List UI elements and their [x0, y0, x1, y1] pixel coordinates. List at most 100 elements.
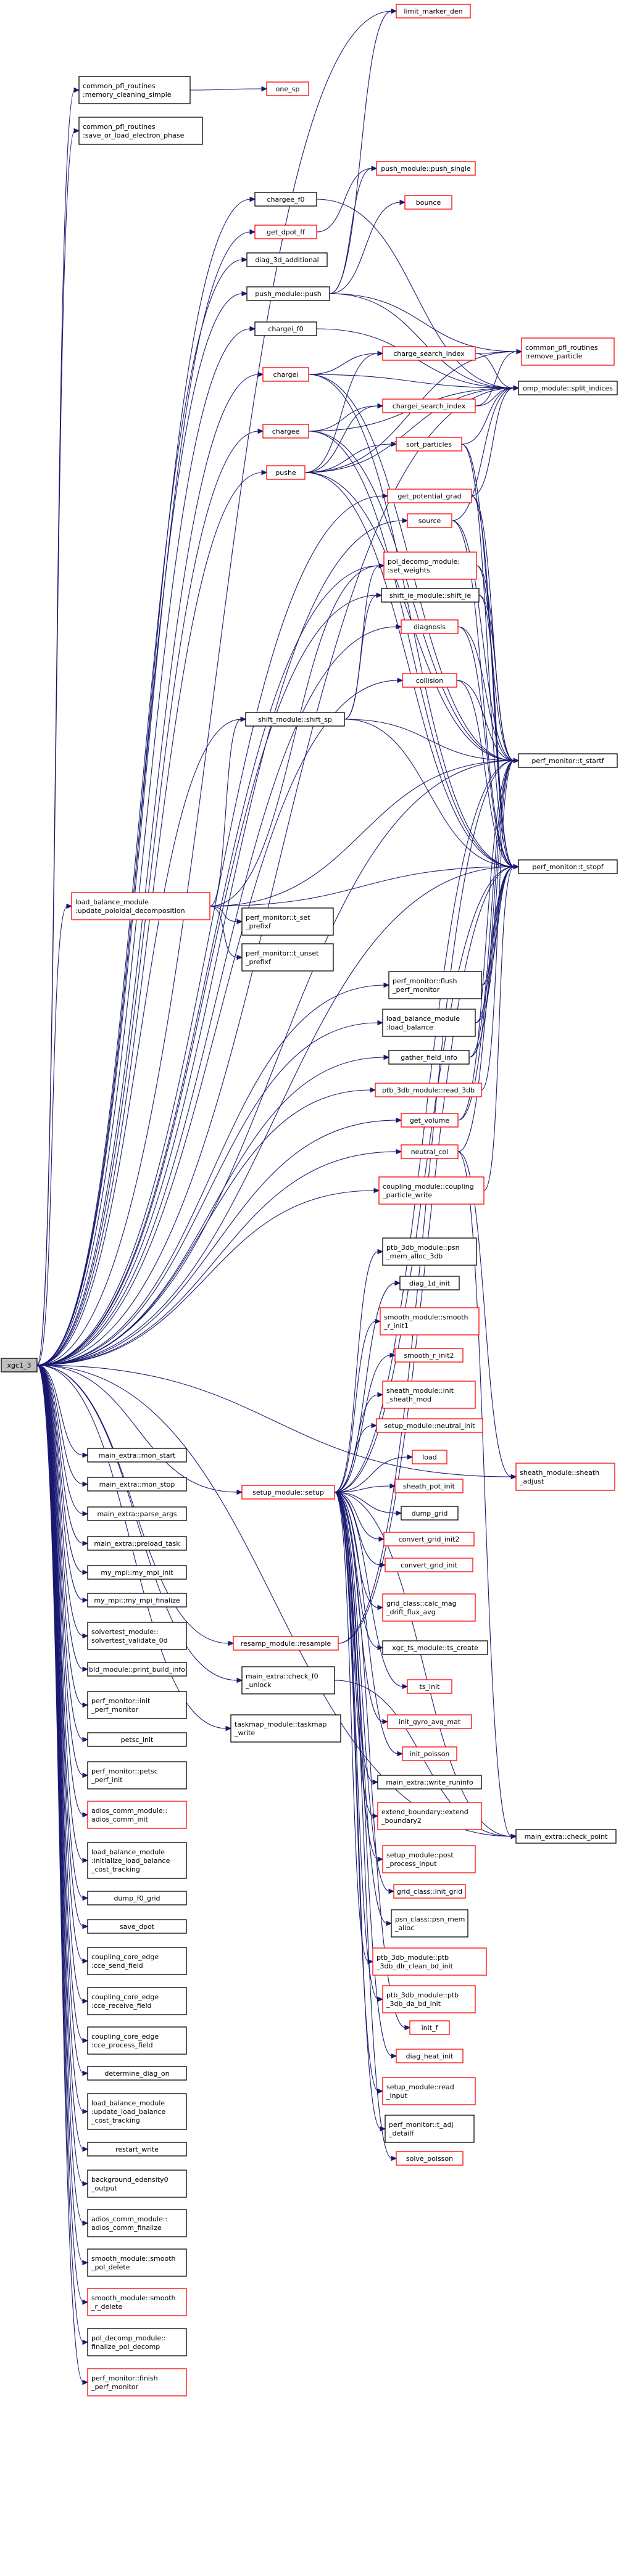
node-smooth-r-init2[interactable]: smooth_r_init2 [394, 1348, 464, 1363]
node-label: :save_or_load_electron_phase [83, 131, 185, 139]
call-edge-xgc1_3-to-chargee_f0 [36, 196, 256, 1366]
node-charge-search-index[interactable]: charge_search_index [382, 346, 476, 361]
call-edge-xgc1_3-to-cce_receive [36, 1364, 89, 2004]
node-label: sort_particles [406, 440, 452, 448]
node-ptb-dlr-clean[interactable]: ptb_3db_module::ptb_3db_dlr_clean_bd_ini… [372, 1947, 487, 1976]
node-smooth-r-init1[interactable]: smooth_module::smooth_r_init1 [380, 1307, 480, 1335]
node-init-poisson[interactable]: init_poisson [402, 1746, 457, 1761]
node-box [383, 551, 477, 580]
node-label: adios_comm_init [91, 1815, 149, 1823]
node-label: load_balance_module [91, 2099, 165, 2107]
node-label: adios_comm_finalize [91, 2224, 162, 2232]
node-sheath-adjust[interactable]: sheath_module::sheath_adjust [515, 1463, 615, 1491]
node-chargei[interactable]: chargei [262, 367, 309, 382]
node-collision[interactable]: collision [402, 673, 457, 688]
node-read-input[interactable]: setup_module::read_input [382, 2077, 476, 2105]
node-box [382, 1593, 476, 1622]
node-label: load_balance_module [386, 1015, 460, 1023]
node-box [87, 2066, 187, 2081]
node-label: setup_module::neutral_init [384, 1422, 475, 1430]
node-sheath-pot-init[interactable]: sheath_pot_init [394, 1479, 464, 1493]
node-lb-update-pol[interactable]: load_balance_module:update_poloidal_deco… [71, 892, 210, 920]
node-mon-stop: main_extra::mon_stop [87, 1477, 187, 1492]
node-label: :remove_particle [525, 352, 583, 360]
node-box [377, 1802, 482, 1830]
node-ts-init[interactable]: ts_init [407, 1679, 452, 1694]
node-determine-diag-on: determine_diag_on [87, 2066, 187, 2081]
node-solve-poisson[interactable]: solve_poisson [396, 2151, 464, 2166]
node-convert-grid-init[interactable]: convert_grid_init [385, 1558, 473, 1572]
call-edge-coupling_particle_write-to-t_stopf [483, 864, 520, 1191]
node-label: ptb_3db_module::ptb [376, 1954, 449, 1962]
node-label: diag_heat_init [406, 2052, 454, 2060]
node-smooth-r-delete[interactable]: smooth_module::smooth_r_delete [87, 2288, 187, 2316]
node-init-f[interactable]: init_f [409, 2020, 450, 2035]
node-box [87, 1691, 187, 1719]
node-resamp[interactable]: resamp_module::resample [233, 1636, 339, 1651]
node-get-dpot-ff[interactable]: get_dpot_ff [254, 225, 317, 239]
node-label: _output [91, 2184, 117, 2192]
node-box [382, 1237, 477, 1266]
node-diag-heat-init[interactable]: diag_heat_init [396, 2049, 464, 2063]
node-neutral-col[interactable]: neutral_col [401, 1144, 459, 1159]
node-box [402, 673, 457, 688]
node-box [245, 712, 345, 727]
call-edge-setup-to-init_grid [334, 1492, 395, 1894]
node-check-point: main_extra::check_point [515, 1829, 617, 1844]
node-adios-comm-init[interactable]: adios_comm_module::adios_comm_init [87, 1801, 187, 1829]
call-edge-setup-to-ptb_da_bd [334, 1492, 384, 2002]
node-box [241, 943, 334, 972]
node-chargei-search-index[interactable]: chargei_search_index [382, 398, 476, 413]
node-box [399, 1276, 460, 1290]
node-init-gyro-avg-mat[interactable]: init_gyro_avg_mat [387, 1714, 472, 1729]
node-label: grid_class::init_grid [397, 1888, 462, 1896]
call-edge-xgc1_3-to-init_perf_monitor [36, 1364, 89, 1708]
call-edge-xgc1_3-to-bld_print [36, 1364, 89, 1672]
node-ptb-da-bd[interactable]: ptb_3db_module::ptb_3db_da_bd_init [382, 1985, 476, 2013]
node-label: perf_monitor::t_unset [246, 949, 319, 957]
node-lb-load-balance: load_balance_module:load_balance [382, 1009, 476, 1037]
node-label: common_pfl_routines [83, 123, 156, 131]
call-edge-xgc1_3-to-adios_comm_init [36, 1364, 89, 1818]
node-coupling-particle-write[interactable]: coupling_module::coupling_particle_write [378, 1176, 485, 1205]
node-common-remove[interactable]: common_pfl_routines:remove_particle [521, 337, 615, 366]
node-extend-boundary[interactable]: extend_boundary::extend_boundary2 [377, 1802, 482, 1830]
node-convert-grid-init2[interactable]: convert_grid_init2 [383, 1532, 475, 1546]
node-t-set-prefixf: perf_monitor::t_set_prefixf [241, 907, 334, 936]
node-post-process-input[interactable]: setup_module::post_process_input [382, 1845, 476, 1873]
node-sort-particles[interactable]: sort_particles [396, 437, 462, 452]
node-sheath-init[interactable]: sheath_module::init_sheath_mod [382, 1381, 476, 1409]
node-one-sp[interactable]: one_sp [266, 81, 309, 96]
node-label: bld_module::print_build_info [89, 1666, 185, 1674]
node-label: main_extra::check_f0 [246, 1672, 318, 1680]
node-load[interactable]: load [412, 1450, 447, 1464]
node-push-single[interactable]: push_module::push_single [376, 161, 476, 176]
node-calc-mag-drift[interactable]: grid_class::calc_mag_drift_flux_avg [382, 1593, 476, 1622]
node-diagnosis[interactable]: diagnosis [401, 619, 459, 634]
node-label: coupling_core_edge [91, 1993, 159, 2001]
node-source[interactable]: source [407, 513, 452, 528]
node-label: one_sp [276, 85, 300, 93]
node-neutral-init[interactable]: setup_module::neutral_init [376, 1418, 483, 1433]
node-label: pol_decomp_module:: [91, 2334, 166, 2342]
node-limit-marker-den[interactable]: limit_marker_den [396, 4, 471, 19]
node-pushe[interactable]: pushe [266, 465, 306, 480]
node-box [233, 1636, 339, 1651]
node-box [380, 1307, 480, 1335]
node-bounce[interactable]: bounce [404, 195, 452, 210]
node-get-volume[interactable]: get_volume [401, 1113, 459, 1128]
node-ts-create: xgc_ts_module::ts_create [382, 1640, 488, 1655]
node-chargee[interactable]: chargee [262, 424, 309, 439]
node-init-grid[interactable]: grid_class::init_grid [393, 1884, 466, 1899]
node-label: _particle_write [382, 1191, 432, 1199]
call-edge-shift_sp-to-pol_decomp_set_weights [344, 563, 385, 720]
node-box [382, 346, 476, 361]
call-edge-xgc1_3-to-setup [36, 1364, 243, 1495]
node-setup[interactable]: setup_module::setup [241, 1485, 335, 1500]
node-pol-decomp-set-weights[interactable]: pol_decomp_module::set_weights [383, 551, 477, 580]
call-edge-xgc1_3-to-petsc_init [36, 1364, 89, 1743]
node-get-potential-grad[interactable]: get_potential_grad [387, 489, 472, 503]
node-ptb-read-3db[interactable]: ptb_3db_module::read_3db [375, 1083, 482, 1097]
node-finish-perf[interactable]: perf_monitor::finish_perf_monitor [87, 2368, 187, 2396]
node-lb-init-cost: load_balance_module:initialize_load_bala… [87, 1842, 187, 1879]
